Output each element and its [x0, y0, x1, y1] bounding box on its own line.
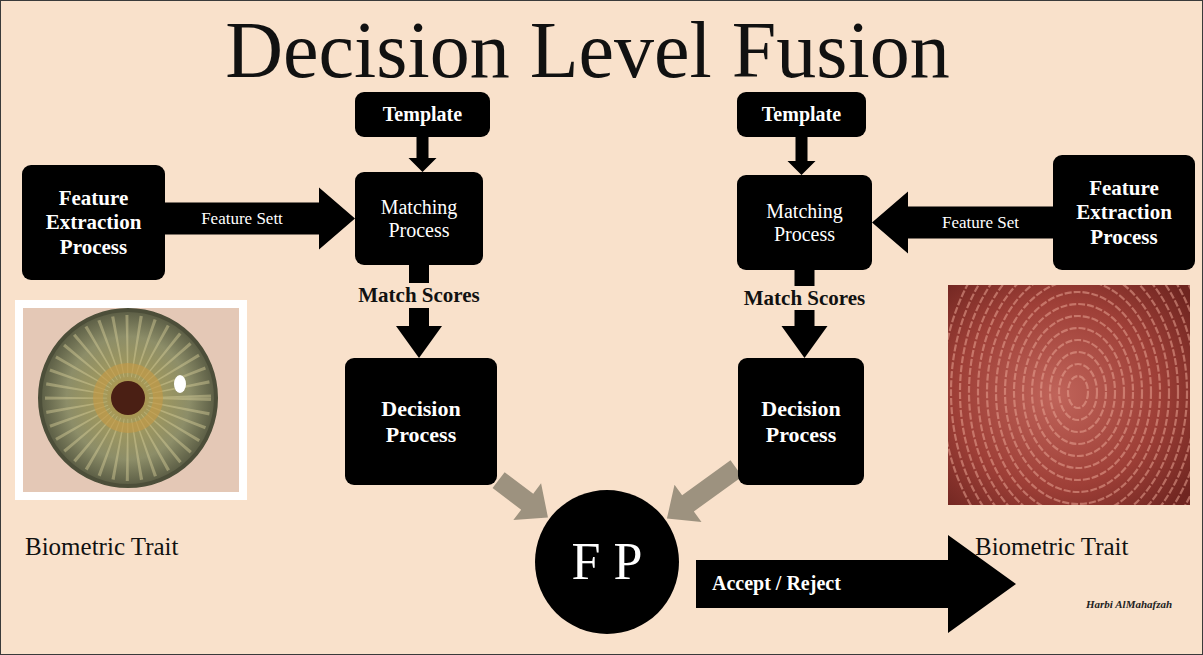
node-text: Feature Extraction Process	[1061, 176, 1187, 248]
watermark: Harbi AlMahafzah	[1086, 598, 1172, 611]
decision-box: Decision Process	[345, 358, 497, 485]
output-arrow	[696, 535, 1016, 633]
iris-fibres	[76, 346, 180, 450]
process-box: Feature Extraction Process	[1053, 155, 1195, 270]
output-label: Accept / Reject	[712, 572, 841, 595]
node-text: Template	[363, 103, 482, 126]
flow-arrow	[788, 137, 816, 175]
fusion-circle: F P	[535, 490, 679, 634]
photo-ground	[23, 308, 239, 492]
template-box: Template	[737, 92, 866, 137]
node-text: Template	[745, 103, 858, 126]
flow-arrow	[409, 137, 437, 172]
node-text: Feature Extraction Process	[30, 186, 157, 258]
iris-collarette	[98, 368, 158, 428]
node-text: Decision Process	[746, 396, 856, 447]
circle-shape	[535, 490, 679, 634]
flow-arrow	[667, 460, 742, 522]
diagram-title: Decision Level Fusion	[0, 4, 1175, 96]
template-box: Template	[355, 92, 490, 137]
flow-arrow	[165, 188, 355, 250]
flow-arrow	[396, 265, 442, 358]
flow-arrow	[872, 192, 1053, 254]
iris-picture	[15, 300, 247, 500]
node-text: Matching Process	[363, 196, 475, 242]
edge-label: Feature Set	[938, 213, 1023, 233]
process-box: Feature Extraction Process	[22, 165, 165, 280]
flow-arrow	[493, 472, 548, 520]
trait-caption: Biometric Trait	[25, 533, 178, 562]
edge-label: Match Scores	[740, 286, 870, 310]
iris-disc	[40, 310, 216, 486]
edge-label: Match Scores	[354, 283, 484, 307]
trait-caption: Biometric Trait	[975, 533, 1128, 562]
edge-label: Feature Sett	[197, 209, 287, 229]
matching-box: Matching Process	[737, 175, 872, 270]
node-text: Decision Process	[353, 396, 489, 447]
pupil	[111, 381, 145, 415]
photo-frame	[15, 300, 247, 500]
highlight	[174, 375, 186, 393]
flow-arrow	[782, 270, 828, 358]
decision-box: Decision Process	[738, 358, 864, 485]
ridges	[948, 285, 1190, 505]
matching-box: Matching Process	[355, 172, 483, 265]
node-text: Matching Process	[745, 200, 864, 246]
node-text: F P	[535, 532, 679, 592]
